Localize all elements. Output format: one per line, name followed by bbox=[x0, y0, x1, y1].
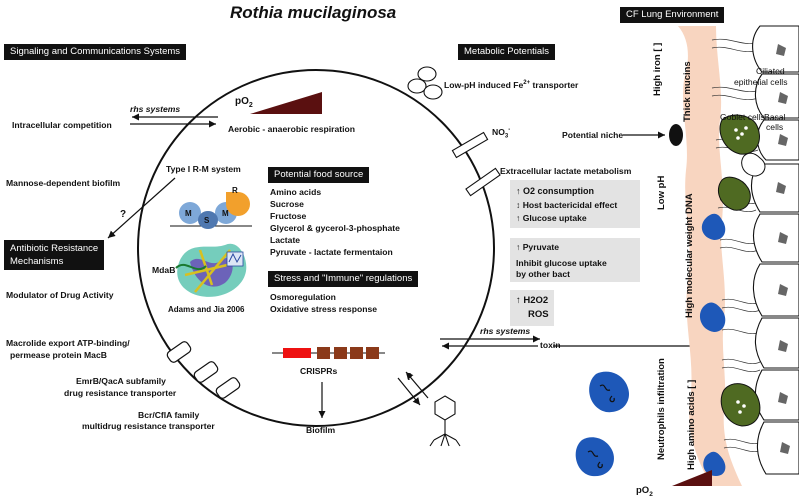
bcr-transporter-icon bbox=[215, 377, 241, 399]
lung-po2-label: pO2 bbox=[636, 485, 653, 498]
rhs-label-left: rhs systems bbox=[130, 104, 181, 114]
cf-lung-header: CF Lung Environment bbox=[620, 7, 725, 23]
food-item: Glycerol & gycerol-3-phosphate bbox=[270, 223, 400, 233]
bcr-label-1: Bcr/CflA family bbox=[138, 410, 200, 420]
nitrate-label: NO3- bbox=[492, 126, 511, 140]
glucose-uptake-label: ↑ Glucose uptake bbox=[516, 213, 587, 223]
hmw-dna-label: High molecular weight DNA bbox=[684, 193, 695, 318]
bacterial-cell-membrane bbox=[137, 69, 495, 427]
type1-rm-label: Type I R-M system bbox=[166, 164, 241, 174]
niche-bacterium-icon bbox=[669, 124, 683, 146]
rm-complex-icon bbox=[170, 192, 252, 229]
bcr-label-2: multidrug resistance transporter bbox=[82, 421, 215, 431]
food-item: Fructose bbox=[270, 211, 307, 221]
antibiotic-header-line1: Antibiotic Resistance bbox=[10, 243, 99, 254]
neutrophils-label: Neutrophils infiltration bbox=[656, 358, 667, 460]
lactate-transporter-icon bbox=[465, 167, 501, 197]
phage-arrow-out bbox=[397, 377, 421, 406]
ciliated-label-1: Ciliated bbox=[756, 66, 785, 76]
potential-niche-label: Potential niche bbox=[562, 130, 624, 140]
high-aa-label: High amino acids [ ] bbox=[686, 379, 697, 470]
basal-label-1: Basal bbox=[764, 112, 786, 122]
intracellular-label: Intracellular competition bbox=[12, 120, 112, 130]
signaling-header: Signaling and Communications Systems bbox=[4, 44, 187, 60]
goblet-label: Goblet cells bbox=[720, 112, 765, 122]
inhibit-label-1: Inhibit glucose uptake bbox=[516, 258, 607, 268]
thick-mucins-label: Thick mucins bbox=[682, 61, 693, 122]
rm-label-m1: M bbox=[185, 209, 192, 218]
fe-transporter-icon bbox=[407, 66, 443, 100]
inhibit-label-2: by other bact bbox=[516, 269, 570, 279]
food-item: Sucrose bbox=[270, 199, 304, 209]
rhs-label-right: rhs systems bbox=[480, 326, 531, 336]
antibiotic-header-line2: Mechanisms bbox=[10, 256, 64, 267]
stress-item: Osmoregulation bbox=[270, 292, 336, 302]
mdab-protein-structure-icon bbox=[175, 243, 247, 297]
aerobic-label: Aerobic - anaerobic respiration bbox=[228, 124, 356, 134]
neutrophil-icon bbox=[575, 437, 614, 477]
po2-label: pO2 bbox=[235, 96, 253, 110]
fe-transport-label: Low-pH induced Fe2+ transporter bbox=[444, 79, 579, 90]
high-iron-label: High iron [ ] bbox=[652, 42, 663, 96]
stress-item: Oxidative stress response bbox=[270, 304, 377, 314]
rm-label-s: S bbox=[204, 216, 210, 225]
basal-label-2: cells bbox=[766, 122, 784, 132]
emrb-label-2: drug resistance transporter bbox=[64, 388, 177, 398]
food-item: Lactate bbox=[270, 235, 301, 245]
crispr-array-icon bbox=[272, 347, 385, 359]
rm-label-m2: M bbox=[222, 209, 229, 218]
phage-arrow-in bbox=[405, 371, 429, 399]
lactate-metab-label: Extracellular lactate metabolism bbox=[500, 166, 632, 176]
mannose-biofilm-arrow bbox=[107, 177, 176, 239]
mannose-label: Mannose-dependent biofilm bbox=[6, 178, 121, 188]
food-list: Amino acids Sucrose Fructose Glycerol & … bbox=[270, 186, 400, 258]
bacteriophage-icon bbox=[429, 395, 461, 447]
ros-label: ROS bbox=[528, 309, 549, 320]
food-item: Amino acids bbox=[270, 187, 322, 197]
ros-box bbox=[510, 290, 554, 326]
diagram-title: Rothia mucilaginosa bbox=[230, 3, 397, 22]
lung-po2-gradient bbox=[672, 470, 712, 486]
crisprs-label: CRISPRs bbox=[300, 366, 338, 376]
h2o2-label: ↑ H2O2 bbox=[516, 295, 549, 306]
rm-label-r: R bbox=[232, 186, 238, 195]
food-header: Potential food source bbox=[268, 167, 370, 183]
modulator-label: Modulator of Drug Activity bbox=[6, 290, 114, 300]
metabolic-header: Metabolic Potentials bbox=[458, 44, 556, 60]
nitrate-transporter-icon bbox=[451, 131, 489, 159]
food-item: Pyruvate - lactate fermentaion bbox=[270, 247, 393, 257]
antibiotic-header: Antibiotic Resistance Mechanisms bbox=[4, 240, 105, 270]
stress-header: Stress and "Immune" regulations bbox=[268, 271, 419, 287]
ciliated-label-2: epithelial cells bbox=[734, 77, 788, 87]
question-mark: ? bbox=[120, 209, 127, 220]
mdab-label: MdaB bbox=[152, 265, 176, 275]
toxin-label: toxin bbox=[540, 340, 561, 350]
pyruvate-box bbox=[510, 238, 640, 282]
phage-question: ? bbox=[406, 372, 413, 383]
macrolide-label-1: Macrolide export ATP-binding/ bbox=[6, 338, 130, 348]
pyruvate-label: ↑ Pyruvate bbox=[516, 242, 559, 252]
po2-gradient-triangle bbox=[250, 92, 322, 114]
emrb-transporter-icon bbox=[193, 361, 219, 383]
o2-consumption-label: ↑ O2 consumption bbox=[516, 186, 595, 196]
low-ph-label: Low pH bbox=[656, 175, 667, 210]
macrolide-label-2: permease protein MacB bbox=[10, 350, 107, 360]
adams-citation: Adams and Jia 2006 bbox=[168, 305, 245, 314]
emrb-label-1: EmrB/QacA subfamily bbox=[76, 376, 166, 386]
macb-transporter-icon bbox=[166, 341, 192, 363]
neutrophil-icon bbox=[589, 371, 630, 413]
biofilm-label: Biofilm bbox=[306, 425, 336, 435]
lactate-effects-box bbox=[510, 180, 640, 228]
stress-list: Osmoregulation Oxidative stress response bbox=[270, 291, 377, 315]
lung-epithelium-panel bbox=[678, 25, 799, 486]
host-bactericidal-label: ↕ Host bactericidal effect bbox=[516, 200, 618, 210]
